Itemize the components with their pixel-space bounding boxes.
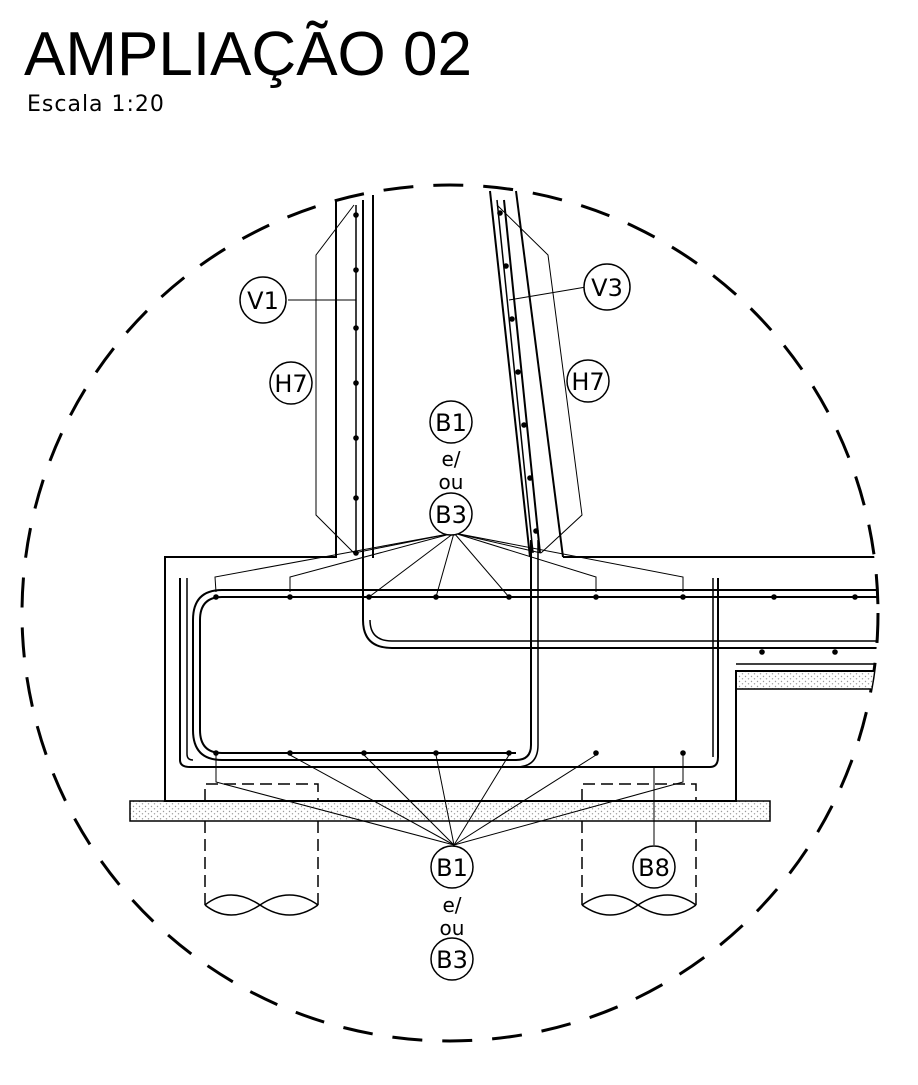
- pile-left-break: [204, 894, 319, 916]
- tag-h7-left: H7: [269, 361, 313, 405]
- rebar-dot: [361, 750, 367, 756]
- connector-bottom-e: e/: [442, 893, 461, 917]
- rebar-dot: [680, 594, 686, 600]
- v3-bar: [503, 199, 541, 554]
- pile-right: [581, 783, 697, 905]
- connector-top-ou: ou: [439, 470, 464, 494]
- tag-b1-top: B1: [429, 400, 473, 444]
- slab-fill-layer: [735, 670, 878, 690]
- rebar-dot: [509, 316, 515, 322]
- tag-v3-label: V3: [591, 274, 623, 302]
- rebar-dot: [353, 325, 359, 331]
- rebar-dot: [593, 750, 599, 756]
- rebar-dot: [433, 750, 439, 756]
- drawing-title: AMPLIAÇÃO 02: [24, 20, 472, 89]
- footing-stirrup: [192, 589, 878, 761]
- tag-b3-top: B3: [429, 492, 473, 536]
- rebar-dot: [832, 649, 838, 655]
- rebar-dot: [213, 594, 219, 600]
- tag-b3-bottom: B3: [430, 937, 474, 981]
- tag-b1-bottom-label: B1: [436, 854, 468, 882]
- connector-bottom-ou: ou: [440, 916, 465, 940]
- rebar-dot: [521, 422, 527, 428]
- tag-v1-label: V1: [247, 287, 279, 315]
- rebar-dot: [527, 475, 533, 481]
- detail-circle: [20, 183, 880, 1043]
- drawing-scale: Escala 1:20: [27, 92, 165, 117]
- rebar-dot: [515, 369, 521, 375]
- tag-b3-top-label: B3: [435, 501, 467, 529]
- pile-left: [204, 783, 319, 905]
- rebar-dot: [771, 594, 777, 600]
- leaders-bottom: [215, 754, 684, 846]
- rebar-dot: [759, 649, 765, 655]
- tag-b3-bottom-label: B3: [436, 946, 468, 974]
- tag-h7-left-label: H7: [274, 370, 307, 398]
- rebar-dot: [433, 594, 439, 600]
- concrete-outline: [164, 195, 878, 802]
- rebar-dot: [353, 550, 359, 556]
- v1-bar-hook: [362, 619, 878, 649]
- pile-right-break: [581, 894, 697, 916]
- footing-bottom-bar: [179, 578, 719, 768]
- rebar-dot: [353, 212, 359, 218]
- footing-bottom-bar-inner: [186, 578, 714, 761]
- v3-bar-inner: [496, 199, 534, 554]
- connector-top-e: e/: [441, 447, 460, 471]
- rebar-dot: [287, 750, 293, 756]
- rebar-dot: [506, 750, 512, 756]
- tag-v3: V3: [583, 263, 631, 311]
- leaders-top: [214, 204, 684, 598]
- rebar-dots: [213, 210, 858, 756]
- inclined-wall-right: [515, 190, 564, 558]
- rebar-dot: [353, 435, 359, 441]
- rebar-dot: [213, 750, 219, 756]
- tag-v1: V1: [239, 276, 287, 324]
- rebar-dot: [497, 210, 503, 216]
- rebar-dot: [353, 380, 359, 386]
- rebar-dot: [287, 594, 293, 600]
- rebar-dot: [680, 750, 686, 756]
- rebar-dot: [366, 594, 372, 600]
- rebar-dot: [353, 495, 359, 501]
- tag-h7-right-label: H7: [571, 368, 604, 396]
- tag-b1-top-label: B1: [435, 409, 467, 437]
- v3-bar-leg: [515, 540, 532, 761]
- rebar-dot: [353, 267, 359, 273]
- rebar-dot: [593, 594, 599, 600]
- v3-bar-leg-inner: [515, 540, 539, 768]
- tag-b1-bottom: B1: [430, 845, 474, 889]
- inclined-wall-left: [489, 190, 531, 558]
- rebar-dot: [533, 528, 539, 534]
- rebar-dot: [506, 594, 512, 600]
- rebar-dot: [852, 594, 858, 600]
- tag-b8: B8: [632, 845, 676, 889]
- tag-h7-right: H7: [566, 359, 610, 403]
- rebar-dot: [503, 263, 509, 269]
- tag-b8-label: B8: [638, 854, 670, 882]
- lean-concrete-layer: [129, 800, 771, 822]
- v1-bar-hook-inner: [369, 619, 878, 642]
